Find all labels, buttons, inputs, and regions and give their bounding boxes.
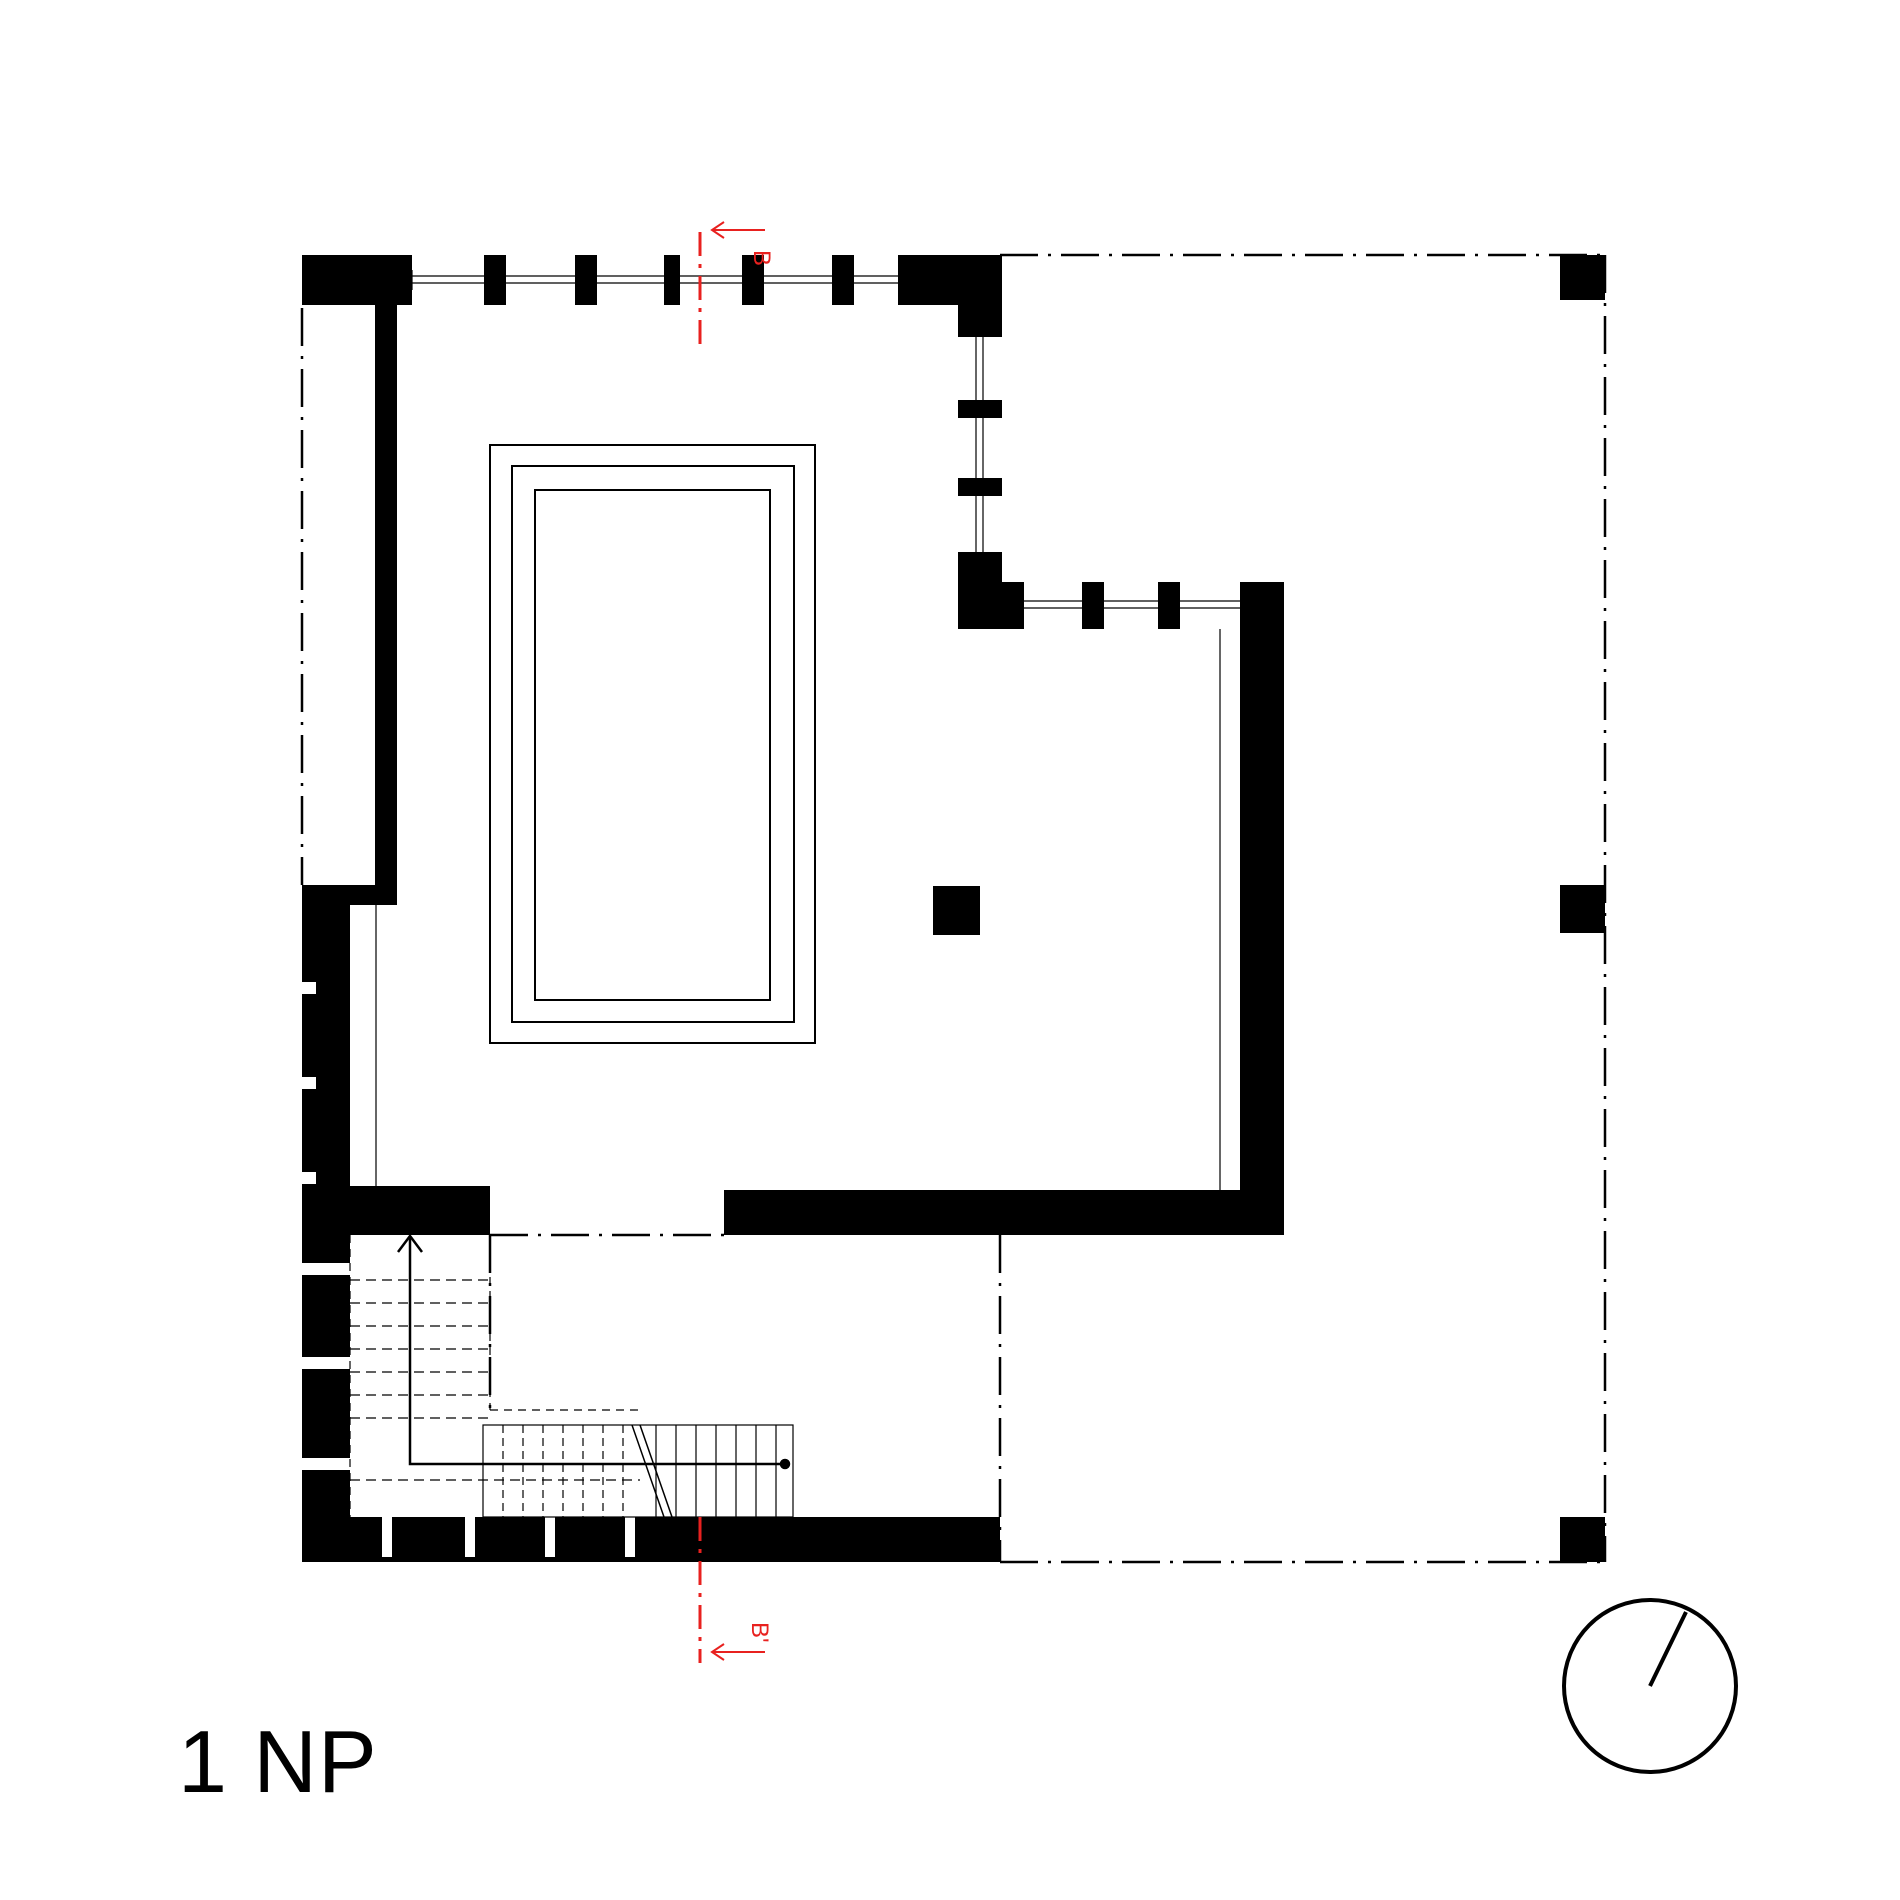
north-arrow-icon bbox=[1562, 1598, 1738, 1774]
wall-notches bbox=[302, 982, 635, 1557]
inner-lines bbox=[375, 629, 1221, 1190]
pool bbox=[489, 444, 816, 1044]
windows bbox=[411, 270, 1240, 609]
floor-label: 1 NP bbox=[178, 1712, 378, 1811]
stair bbox=[349, 1235, 794, 1518]
section-arrow-bottom bbox=[710, 1643, 765, 1661]
section-label-top: B bbox=[748, 250, 775, 266]
walls bbox=[302, 255, 1605, 1562]
section-arrow-top bbox=[710, 221, 765, 239]
section-label-bottom: B' bbox=[746, 1622, 773, 1643]
stair-direction-arrow-icon bbox=[397, 1233, 791, 1470]
